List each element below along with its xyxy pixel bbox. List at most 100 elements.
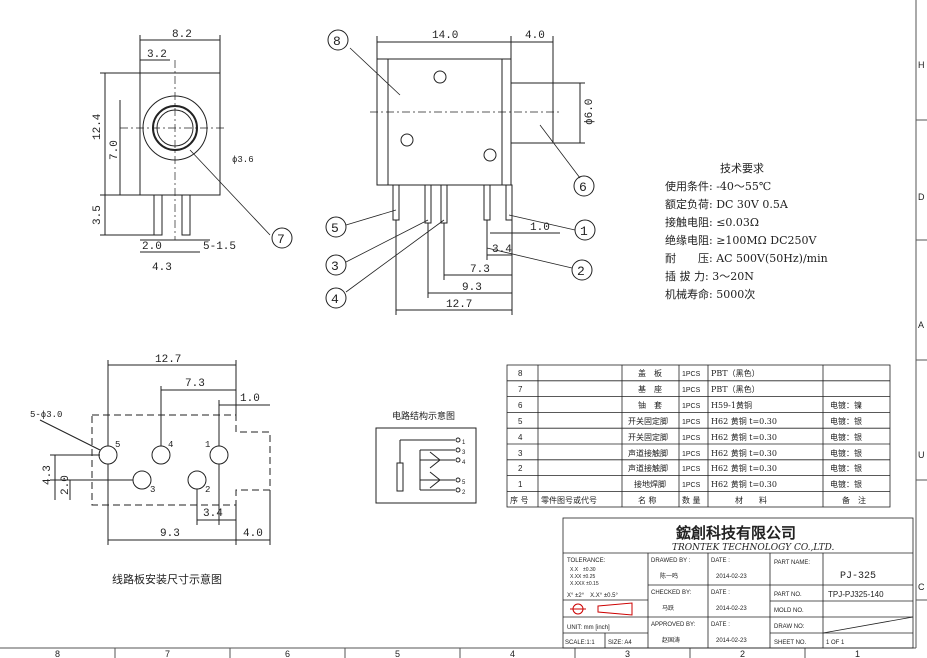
svg-text:7: 7 (518, 385, 523, 394)
pcb-dim-d6: 4.0 (243, 528, 263, 540)
svg-text:X.X ±0.30: X.X ±0.30 (570, 567, 596, 573)
svg-text:PART NAME:: PART NAME: (774, 560, 810, 566)
callout-6: 6 (579, 180, 587, 195)
zone-number: 2 (740, 649, 745, 658)
dim-p3: 7.3 (470, 264, 490, 276)
dim-offset: 3.2 (147, 49, 167, 61)
zone-letter: D (918, 192, 925, 202)
dim-p4: 9.3 (462, 282, 482, 294)
approved-date: 2014-02-23 (716, 638, 747, 644)
svg-text:APPROVED BY:: APPROVED BY: (651, 622, 696, 628)
dim-base: 4.3 (152, 262, 172, 274)
svg-text:1PCS: 1PCS (682, 451, 701, 458)
svg-text:H62 黄铜 t=0.30: H62 黄铜 t=0.30 (711, 479, 777, 489)
angle-tolerance: X° ±2° X.X° ±0.5° (567, 593, 618, 599)
size: SIZE: A4 (608, 640, 632, 646)
svg-text:电镀：银: 电镀：银 (830, 432, 862, 442)
top-view-callout-text: 8 6 1 2 5 3 4 (331, 34, 588, 307)
dim-pin-width: 5-1.5 (203, 241, 236, 253)
bom-row: 2 声道接触脚 1PCS H62 黄铜 t=0.30 电镀：银 (518, 463, 862, 473)
circuit-pin: 5 (462, 480, 466, 486)
tech-requirements: 技术要求 使用条件: -40～55℃ 额定负荷: DC 30V 0.5A 接触电… (665, 162, 828, 301)
dim-nose: 4.0 (525, 30, 545, 42)
unit: UNIT: mm [inch] (567, 625, 610, 631)
svg-text:1: 1 (518, 480, 523, 489)
part-name: PJ-325 (840, 571, 876, 582)
zone-number: 3 (625, 649, 630, 658)
top-view-dims: 14.0 4.0 ϕ6.0 1.0 3.4 7.3 9.3 12.7 (432, 30, 596, 311)
zone-letters: H D A U C (918, 60, 925, 592)
bom-row: 7 基 座 1PCS PBT（黑色） (518, 384, 760, 394)
tech-line: 机械寿命: 5000次 (665, 287, 755, 301)
pcb-layout (39, 360, 271, 545)
svg-text:1PCS: 1PCS (682, 466, 701, 473)
svg-text:MOLD NO.: MOLD NO. (774, 608, 804, 614)
svg-text:4: 4 (518, 433, 523, 442)
svg-text:H59-1黄铜: H59-1黄铜 (711, 400, 752, 410)
top-view-nose (510, 82, 554, 144)
approved-by: 赵国涛 (662, 636, 680, 644)
zone-number: 7 (165, 649, 170, 658)
top-view-body (376, 58, 512, 186)
svg-text:PBT（黑色）: PBT（黑色） (711, 384, 760, 394)
pcb-dim-hole: 5-ϕ3.0 (30, 410, 62, 420)
callout-4: 4 (331, 292, 339, 307)
circuit-pin: 3 (462, 450, 466, 456)
pcb-pin-label: 5 (115, 440, 120, 450)
svg-text:1PCS: 1PCS (682, 419, 701, 426)
top-view-callouts (325, 29, 596, 309)
company-name-cn: 鋐創科技有限公司 (676, 524, 796, 542)
title-block-text: 鋐創科技有限公司 TRONTEK TECHNOLOGY CO.,LTD. TOL… (565, 524, 884, 646)
svg-text:零件图号或代号: 零件图号或代号 (541, 495, 597, 505)
company-name-en: TRONTEK TECHNOLOGY CO.,LTD. (672, 543, 835, 553)
pcb-dim-d1: 12.7 (155, 354, 181, 366)
top-view-pin (483, 184, 491, 221)
zone-number: 5 (395, 649, 400, 658)
zone-letter: C (918, 582, 925, 592)
pcb-dim-d3: 1.0 (240, 393, 260, 405)
side-view (100, 35, 271, 253)
svg-text:DRAW NO:: DRAW NO: (774, 624, 805, 630)
tech-line: 绝缘电阻: ≥100MΩ DC250V (665, 233, 818, 247)
svg-text:盖 板: 盖 板 (638, 368, 662, 378)
pcb-dim-h2: 2.0 (60, 475, 72, 495)
bom-row: 6 铀 套 1PCS H59-1黄铜 电镀：镍 (518, 400, 862, 410)
bom-header: 序 号 零件图号或代号 名 称 数 量 材 料 备 注 (510, 495, 866, 505)
pcb-caption: 线路板安装尺寸示意图 (112, 572, 222, 586)
scale: SCALE:1:1 (565, 640, 595, 646)
zone-number: 6 (285, 649, 290, 658)
top-view-pin (392, 184, 400, 221)
dim-p5: 12.7 (446, 299, 472, 311)
title-block (562, 517, 914, 649)
dim-height: 12.4 (92, 113, 104, 140)
svg-text:1PCS: 1PCS (682, 403, 701, 410)
svg-text:电镀：镍: 电镀：镍 (830, 400, 862, 410)
svg-text:电镀：银: 电镀：银 (830, 448, 862, 458)
dim-pin-gap: 2.0 (142, 241, 162, 253)
callout-5: 5 (331, 221, 339, 236)
side-view-pin (153, 194, 163, 236)
svg-text:1PCS: 1PCS (682, 482, 701, 489)
svg-text:8: 8 (518, 369, 523, 378)
svg-text:序 号: 序 号 (510, 495, 529, 505)
checked-date: 2014-02-23 (716, 606, 747, 612)
svg-text:DATE :: DATE : (711, 622, 730, 628)
dim-width: 8.2 (172, 29, 192, 41)
svg-text:PBT（黑色）: PBT（黑色） (711, 368, 760, 378)
circuit-pin: 2 (462, 490, 466, 496)
svg-text:电镀：银: 电镀：银 (830, 416, 862, 426)
bom-row: 4 开关固定脚 1PCS H62 黄铜 t=0.30 电镀：银 (518, 432, 862, 442)
callout-8: 8 (333, 34, 341, 49)
dim-length: 14.0 (432, 30, 458, 42)
svg-text:名 称: 名 称 (638, 495, 657, 505)
checked-by: 马跃 (662, 604, 674, 612)
dim-p2: 3.4 (492, 244, 512, 256)
svg-text:电镀：银: 电镀：银 (830, 479, 862, 489)
tolerance-label: TOLERANCE: (567, 558, 606, 564)
svg-text:接地焊脚: 接地焊脚 (634, 479, 666, 489)
bom-row: 1 接地焊脚 1PCS H62 黄铜 t=0.30 电镀：银 (518, 479, 862, 489)
side-view-dims: 8.2 3.2 12.4 7.0 3.5 2.0 5-1.5 4.3 ϕ3.6 … (92, 29, 293, 274)
drawn-by: 陈一鸣 (660, 572, 678, 580)
top-view (345, 36, 585, 315)
